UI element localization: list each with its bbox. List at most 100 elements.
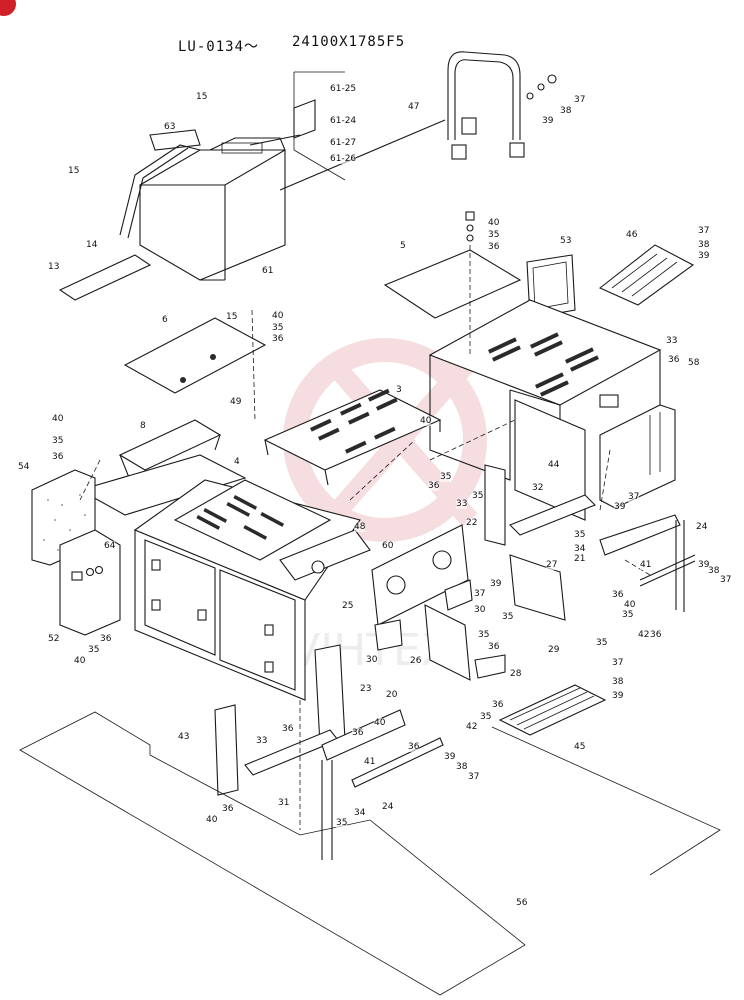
part-label: 39 <box>698 560 710 570</box>
part-label: 40 <box>206 815 218 825</box>
part-label: 25 <box>342 601 354 611</box>
bracket-63 <box>119 129 201 239</box>
part-label: 36 <box>272 334 284 344</box>
part-label: 35 <box>478 630 490 640</box>
side-panel-58 <box>599 404 676 509</box>
part-label: 36 <box>668 355 680 365</box>
part-label: 37 <box>574 95 586 105</box>
part-label: 35 <box>88 645 100 655</box>
part-label: 40 <box>272 311 284 321</box>
panel-6 <box>123 317 267 394</box>
part-label: 58 <box>688 358 700 368</box>
bracket-61-24 <box>293 99 316 139</box>
part-label: 38 <box>708 566 720 576</box>
part-label: 23 <box>360 684 372 694</box>
part-label: 39 <box>698 251 710 261</box>
part-label: 42 <box>638 630 650 640</box>
part-label: 27 <box>546 560 558 570</box>
part-label: 3 <box>396 385 402 395</box>
part-label: 36 <box>408 742 420 752</box>
part-label: 37 <box>474 589 486 599</box>
part-label: 53 <box>560 236 572 246</box>
panel-32 <box>509 494 596 536</box>
part-label: 56 <box>516 898 528 908</box>
floor-mat-56 <box>19 711 721 996</box>
panel-22 <box>484 464 506 546</box>
part-label: 5 <box>400 241 406 251</box>
part-label: 40 <box>74 656 86 666</box>
part-label: 30 <box>366 655 378 665</box>
part-label: 61-27 <box>330 138 357 148</box>
part-label: 34 <box>574 544 586 554</box>
panel-26 <box>424 604 471 681</box>
watermark-text: VIHTEX <box>290 625 451 676</box>
part-label: 4 <box>234 457 240 467</box>
part-label: 35 <box>622 610 634 620</box>
part-label: 35 <box>596 638 608 648</box>
part-label: 15 <box>196 92 208 102</box>
part-label: 37 <box>628 492 640 502</box>
bracket-43 <box>214 704 239 796</box>
part-label: 36 <box>492 700 504 710</box>
part-label: 39 <box>542 116 554 126</box>
part-label: 36 <box>428 481 440 491</box>
part-label: 36 <box>52 452 64 462</box>
part-label: 35 <box>52 436 64 446</box>
rail-24b <box>351 737 444 788</box>
part-label: 38 <box>560 106 572 116</box>
battery-box-61 <box>139 137 286 281</box>
part-label: 14 <box>86 240 98 250</box>
part-label: 38 <box>612 677 624 687</box>
part-label: 24 <box>696 522 708 532</box>
bracket-27 <box>509 554 566 621</box>
part-label: 39 <box>612 691 624 701</box>
part-label: 38 <box>698 240 710 250</box>
part-label: 61-24 <box>330 116 357 126</box>
part-label: 36 <box>488 642 500 652</box>
part-label: 39 <box>490 579 502 589</box>
part-label: 36 <box>282 724 294 734</box>
part-label: 54 <box>18 462 30 472</box>
part-label: 43 <box>178 732 190 742</box>
part-label: 36 <box>650 630 662 640</box>
part-label: 35 <box>472 491 484 501</box>
part-label: 47 <box>408 102 420 112</box>
part-label: 45 <box>574 742 586 752</box>
panel-52 <box>59 529 121 636</box>
part-label: 37 <box>698 226 710 236</box>
part-label: 35 <box>440 472 452 482</box>
part-label: 8 <box>140 421 146 431</box>
housing-rear <box>428 299 662 481</box>
page-corner-badge <box>0 0 16 16</box>
bracket-30a <box>444 579 473 611</box>
part-label: 34 <box>354 808 366 818</box>
panel-25 <box>371 524 469 626</box>
part-label: 41 <box>640 560 652 570</box>
part-label: 63 <box>164 122 176 132</box>
part-label: 35 <box>488 230 500 240</box>
part-label: 29 <box>548 645 560 655</box>
part-code-label: 24100X1785F5 <box>292 34 406 50</box>
part-label: 35 <box>502 612 514 622</box>
part-label: 64 <box>104 541 116 551</box>
filter-45 <box>498 684 607 736</box>
part-label: 6 <box>162 315 168 325</box>
panel-5 <box>383 249 522 319</box>
filter-46 <box>598 244 695 306</box>
perforated-panel-48 <box>173 479 332 561</box>
part-label: 60 <box>382 541 394 551</box>
part-label: 30 <box>474 605 486 615</box>
part-label: 35 <box>336 818 348 828</box>
part-label: 36 <box>612 590 624 600</box>
part-label: 40 <box>52 414 64 424</box>
part-label: 37 <box>468 772 480 782</box>
part-label: 40 <box>420 416 432 426</box>
part-label: 35 <box>272 323 284 333</box>
bracket-28 <box>474 654 506 679</box>
fasteners-52 <box>71 565 104 581</box>
part-label: 35 <box>480 712 492 722</box>
serial-range-label: LU-0134～ <box>178 39 260 55</box>
part-label: 40 <box>624 600 636 610</box>
part-label: 15 <box>226 312 238 322</box>
